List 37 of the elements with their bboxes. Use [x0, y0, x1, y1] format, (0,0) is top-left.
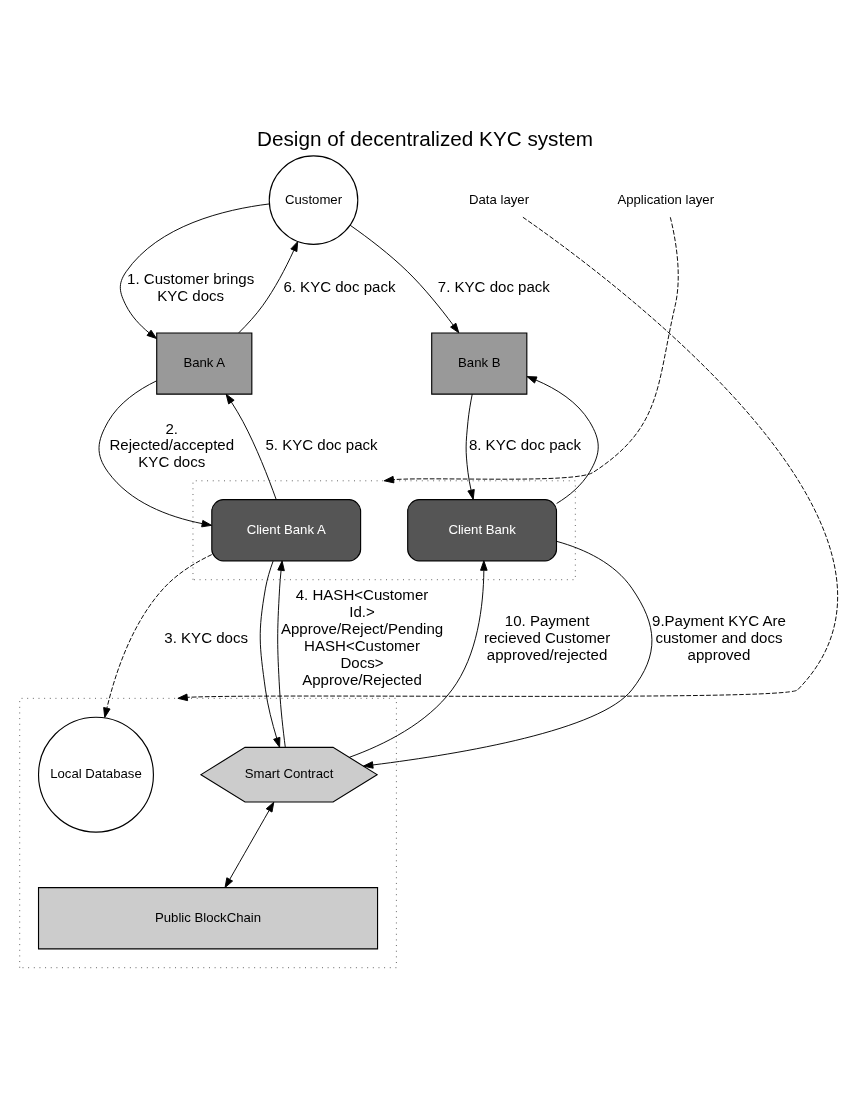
edge-label: 8. KYC doc pack: [468, 435, 581, 453]
node-box: Client Bank: [407, 498, 558, 561]
arrow: [349, 224, 460, 333]
arrow: [465, 393, 475, 500]
arrow: [224, 801, 275, 888]
edge-label: 7. KYC doc pack: [437, 277, 550, 295]
node-box: Bank A: [156, 331, 253, 395]
node-circle: Customer: [268, 154, 359, 245]
arrow: [362, 540, 653, 769]
diagram-title: Design of decentralized KYC system: [256, 126, 593, 150]
arrow: [225, 393, 277, 500]
arrow: [103, 553, 213, 718]
node-text: Application layer: [617, 191, 715, 207]
arrow: [177, 216, 838, 701]
node-box: Public BlockChain: [37, 886, 379, 949]
cluster: [19, 697, 397, 968]
edge-label: 6. KYC doc pack: [283, 277, 396, 295]
arrow: [238, 240, 299, 333]
edge-label: 4. HASH<Customer Id.> Approve/Reject/Pending HASH<Customer Docs> Approve/Rejected: [280, 585, 444, 688]
arrow: [119, 202, 270, 339]
edge-label: 5. KYC doc pack: [265, 435, 378, 453]
arrow: [348, 559, 488, 758]
arrow: [259, 560, 281, 748]
edge-label: 2. Rejected/accepted KYC docs: [109, 419, 235, 470]
arrow: [383, 216, 679, 483]
edge-label: 3. KYC docs: [164, 628, 248, 646]
edge-label: 10. Payment recieved Customer approved/rejected: [483, 611, 611, 663]
cluster: [192, 479, 576, 580]
arrow: [526, 375, 599, 504]
node-text: Data layer: [469, 191, 530, 207]
node-circle: Local Database: [37, 716, 154, 833]
node-box: Bank B: [431, 331, 528, 395]
arrow: [98, 379, 212, 527]
edge-label: 9.Payment KYC Are customer and docs approved: [652, 611, 786, 663]
node-box: Client Bank A: [211, 498, 362, 561]
arrow: [277, 560, 286, 747]
edge-label: 1. Customer brings KYC docs: [127, 269, 255, 304]
